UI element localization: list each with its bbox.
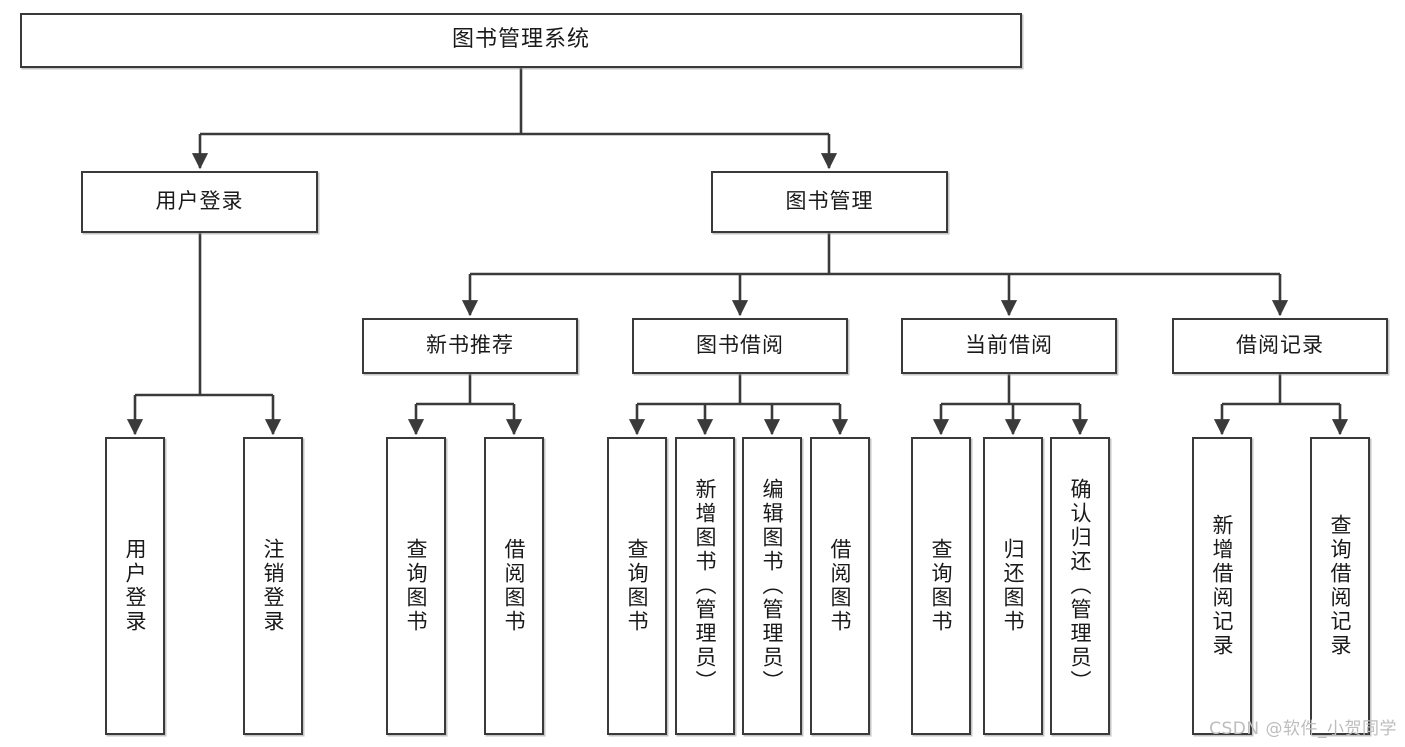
node-book-borrow[interactable]: 图书借阅	[632, 318, 848, 374]
node-leaf-br-add-record-label: 新增借阅记录	[1210, 514, 1235, 658]
node-leaf-br-query-record-label: 查询借阅记录	[1328, 514, 1353, 658]
node-leaf-bb-query-book[interactable]: 查询图书	[607, 437, 667, 735]
node-leaf-logout[interactable]: 注销登录	[243, 437, 303, 735]
node-borrow-record-label: 借阅记录	[1236, 333, 1324, 358]
node-leaf-br-query-record[interactable]: 查询借阅记录	[1310, 437, 1370, 735]
node-leaf-cb-return-book-label: 归还图书	[1001, 538, 1026, 634]
node-borrow-record[interactable]: 借阅记录	[1172, 318, 1388, 374]
node-user-login-label: 用户登录	[155, 189, 244, 214]
node-leaf-cb-return-book[interactable]: 归还图书	[983, 437, 1043, 735]
node-leaf-rec-query-book[interactable]: 查询图书	[386, 437, 446, 735]
node-root-label: 图书管理系统	[451, 27, 590, 53]
node-leaf-user-login-label: 用户登录	[123, 538, 148, 634]
node-leaf-cb-confirm-return[interactable]: 确认归还（管理员）	[1050, 437, 1110, 735]
node-leaf-bb-edit-book[interactable]: 编辑图书（管理员）	[742, 437, 802, 735]
node-current-borrow-label: 当前借阅	[965, 333, 1053, 358]
node-leaf-logout-label: 注销登录	[261, 538, 286, 634]
node-current-borrow[interactable]: 当前借阅	[901, 318, 1117, 374]
node-leaf-rec-borrow-book-label: 借阅图书	[502, 538, 527, 634]
node-leaf-bb-borrow-book[interactable]: 借阅图书	[810, 437, 870, 735]
node-leaf-br-add-record[interactable]: 新增借阅记录	[1192, 437, 1252, 735]
node-leaf-rec-borrow-book[interactable]: 借阅图书	[484, 437, 544, 735]
node-leaf-bb-query-book-label: 查询图书	[625, 538, 650, 634]
node-user-login[interactable]: 用户登录	[81, 171, 318, 233]
node-root[interactable]: 图书管理系统	[20, 13, 1022, 68]
node-new-book-rec-label: 新书推荐	[426, 333, 514, 358]
node-leaf-bb-borrow-book-label: 借阅图书	[828, 538, 853, 634]
node-book-manage[interactable]: 图书管理	[711, 171, 948, 233]
node-leaf-bb-add-book-label: 新增图书（管理员）	[693, 478, 718, 694]
node-leaf-cb-query-book[interactable]: 查询图书	[911, 437, 971, 735]
node-book-manage-label: 图书管理	[785, 189, 874, 214]
node-leaf-cb-confirm-return-label: 确认归还（管理员）	[1068, 478, 1093, 694]
node-leaf-user-login[interactable]: 用户登录	[105, 437, 165, 735]
node-new-book-rec[interactable]: 新书推荐	[362, 318, 578, 374]
node-leaf-cb-query-book-label: 查询图书	[929, 538, 954, 634]
node-leaf-bb-edit-book-label: 编辑图书（管理员）	[760, 478, 785, 694]
node-leaf-rec-query-book-label: 查询图书	[404, 538, 429, 634]
watermark: CSDN @软件_小贺同学	[1209, 719, 1397, 739]
node-book-borrow-label: 图书借阅	[696, 333, 784, 358]
node-leaf-bb-add-book[interactable]: 新增图书（管理员）	[675, 437, 735, 735]
